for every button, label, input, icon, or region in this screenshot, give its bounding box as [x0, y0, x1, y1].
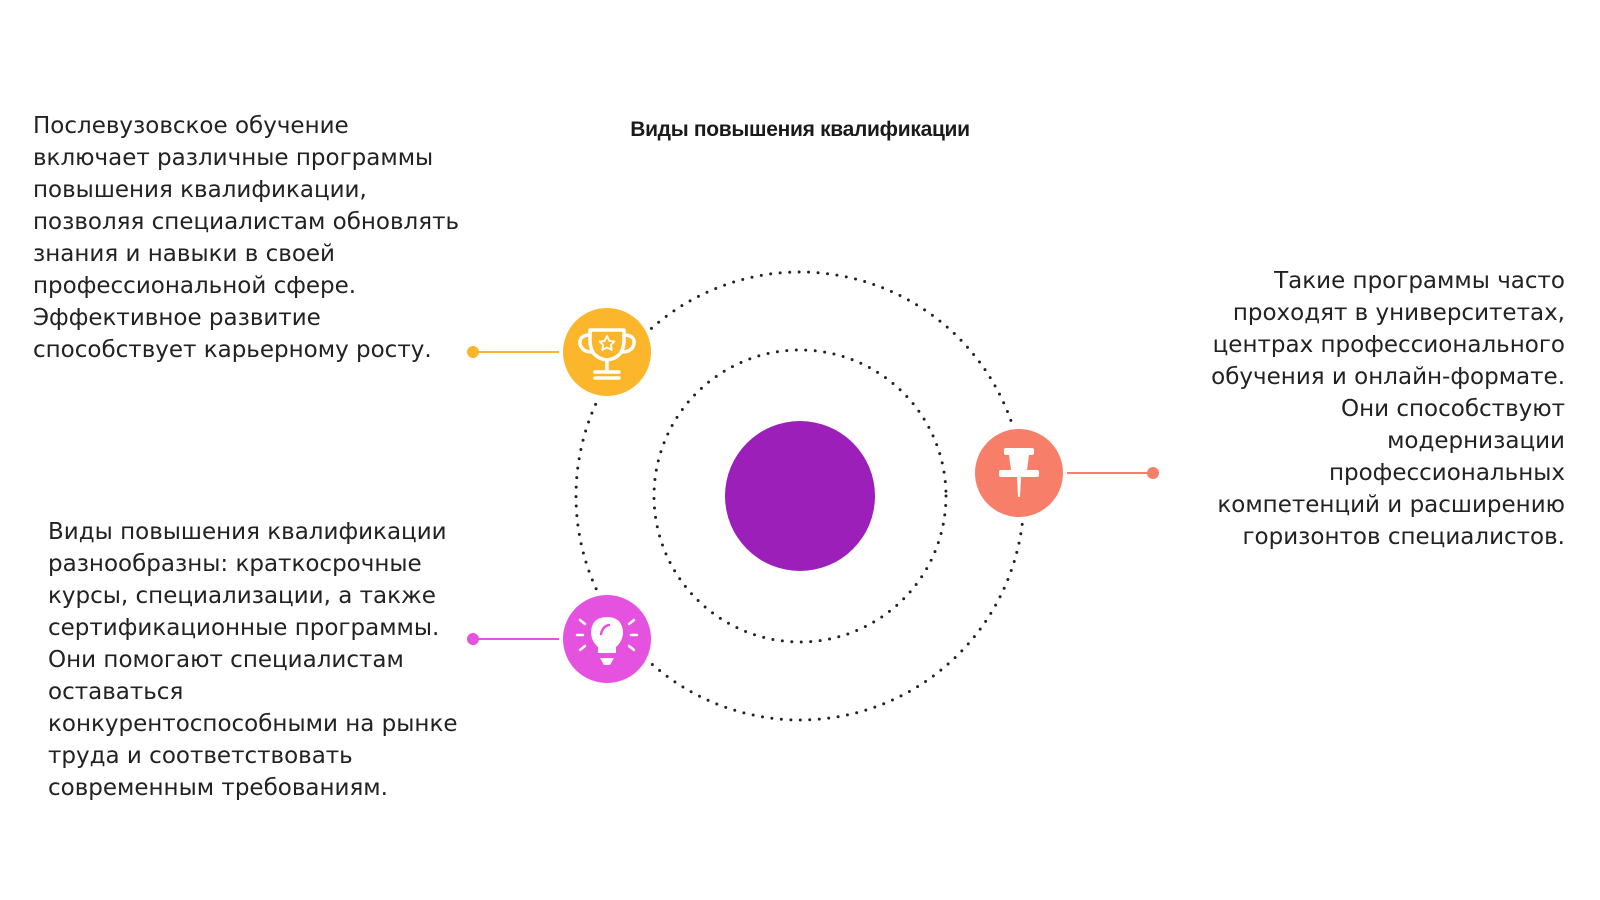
- node-trophy: [559, 304, 655, 400]
- description-text-2: Виды повышения квалификации разнообразны…: [48, 519, 458, 801]
- inner-orbit: [652, 348, 948, 644]
- lightbulb-icon: [575, 617, 639, 665]
- connector-1: [467, 346, 562, 358]
- description-text-3: Такие программы часто проходят в универс…: [1211, 268, 1565, 550]
- description-text-1: Послевузовское обучение включает различн…: [33, 113, 460, 363]
- pushpin-icon: [999, 448, 1039, 497]
- node-pushpin: [971, 425, 1067, 521]
- center-circle: [725, 421, 875, 571]
- connector-3: [1064, 467, 1159, 479]
- diagram-title: Виды повышения квалификации: [630, 118, 970, 141]
- connector-2: [467, 633, 562, 645]
- node-lightbulb: [559, 591, 655, 687]
- trophy-icon: [578, 328, 636, 380]
